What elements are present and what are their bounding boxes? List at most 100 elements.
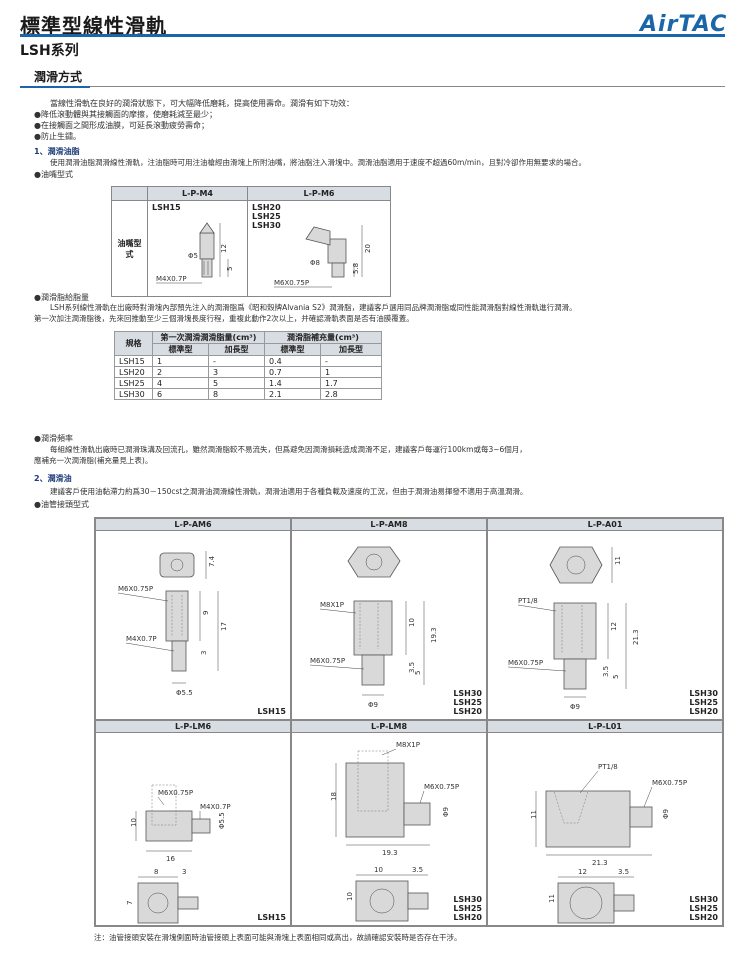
model-tags: LSH30 LSH25 LSH20 [689, 689, 718, 716]
thread-label: M6X0.75P [310, 657, 345, 665]
dim-label: 9 [202, 611, 210, 615]
thread-label: M6X0.75P [158, 789, 193, 797]
cell: 0.4 [264, 355, 321, 367]
section-title: 潤滑方式 [34, 70, 83, 84]
fitting-cell-am8: L-P-AM8 10 19.3 3.5 5 M8X1P M6X0.75P Φ9 … [291, 518, 487, 720]
dim-label: 11 [530, 810, 538, 819]
fitting-cell-lm8: L-P-LM8 18 19.3 M8X1P M6X0.75P Φ9 10 3.5… [291, 720, 487, 926]
model-tag: LSH20 [689, 707, 718, 716]
cell: LSH25 [114, 377, 153, 389]
dim-label: 12 [578, 868, 587, 876]
grease-type-label: ●油嘴型式 [34, 170, 73, 179]
frequency-label: ●潤滑頻率 [34, 434, 73, 443]
cell: 1.7 [320, 377, 382, 389]
dim-label: 3.5 [602, 666, 610, 677]
amount-desc: 第一次加注潤滑脂後，先來回推動至少三個滑塊長度行程，重複此動作2次以上，并確認滑… [34, 314, 414, 323]
grease-desc: 使用潤滑油脂潤滑線性滑軌，注油脂時可用注油槍經由滑塊上所附油嘴，將油脂注入滑塊中… [50, 158, 587, 167]
col-first: 第一次潤滑潤滑脂量(cm³) [152, 331, 265, 344]
lm8-drawing: 18 19.3 M8X1P M6X0.75P Φ9 10 3.5 10 [330, 741, 459, 922]
model-tags: LSH30 LSH25 LSH20 [453, 895, 482, 922]
dia-label: Φ9 [368, 701, 378, 709]
dim-label: 3.5 [412, 866, 423, 874]
dim-label: 11 [614, 556, 622, 565]
model-tag: LSH20 [453, 913, 482, 922]
frequency-desc: 應補充一次潤滑脂(補充量見上表)。 [34, 456, 153, 465]
m6-model: LSH20 [252, 203, 281, 212]
a01-drawing: 11 12 21.3 3.5 5 PT1/8 M6X0.75P Φ9 [507, 546, 640, 711]
model-tag: LSH30 [453, 895, 482, 904]
thread-label: M6X0.75P [508, 659, 543, 667]
dia-label: Φ9 [662, 809, 670, 819]
col-std: 標準型 [264, 343, 321, 356]
dim-label: 21.3 [592, 859, 608, 867]
dim-label: 3.5 [618, 868, 629, 876]
dim-label: 10 [374, 866, 383, 874]
thread-label: M4X0.7P [126, 635, 157, 643]
header-rule [20, 34, 725, 37]
footnote: 注：油管接頭安裝在滑塊側面時油管接頭上表面可能與滑塊上表面相同或高出，故請確認安… [94, 933, 462, 942]
fitting-name: L-P-AM8 [292, 519, 486, 531]
m4-dia: Φ5 [188, 252, 198, 260]
grease-heading: 1、潤滑油脂 [34, 147, 80, 156]
model-tag: LSH30 [689, 689, 718, 698]
m4-models: LSH15 [152, 203, 181, 212]
thread-label: PT1/8 [518, 597, 538, 605]
dim-label: 18 [330, 792, 338, 801]
dim-label: 10 [408, 618, 416, 627]
col-refill: 潤滑脂補充量(cm³) [264, 331, 382, 344]
amount-desc: LSH系列線性滑軌在出廠時對滑塊內部預先注入的潤滑脂爲《昭和殼牌Alvania … [50, 303, 577, 312]
model-tag: LSH25 [453, 698, 482, 707]
model-tag: LSH25 [689, 698, 718, 707]
m4-h1: 12 [220, 244, 228, 253]
dia-label: Φ9 [442, 807, 450, 817]
fitting-cell-lm6: L-P-LM6 10 16 M6X0.75P M4X0.7P Φ5.5 8 3 … [95, 720, 291, 926]
model-tag: LSH30 [689, 895, 718, 904]
oil-desc: 建議客戶使用油黏滯力約爲30－150cst之潤滑油潤滑線性滑軌，潤滑油適用于各種… [50, 487, 528, 496]
dia-label: Φ5.5 [218, 812, 226, 829]
col-long: 加長型 [320, 343, 382, 356]
cell: 1 [320, 366, 382, 378]
fitting-name: L-P-AM6 [96, 519, 290, 531]
dim-label: 3 [200, 651, 208, 655]
frequency-desc: 每組線性滑軌出廠時已潤滑珠溝及回流孔，雖然潤滑脂較不易流失，但爲避免因潤滑損耗造… [50, 445, 527, 454]
model-tag: LSH30 [453, 689, 482, 698]
thread-label: PT1/8 [598, 763, 618, 771]
fitting-cell-a01: L-P-A01 11 12 21.3 3.5 5 PT1/8 M6X0.75P … [487, 518, 723, 720]
m6-dia: Φ8 [310, 259, 320, 267]
fitting-cell-l01: L-P-L01 11 21.3 PT1/8 M6X0.75P Φ9 12 3.5… [487, 720, 723, 926]
thread-label: M8X1P [396, 741, 420, 749]
am8-drawing: 10 19.3 3.5 5 M8X1P M6X0.75P Φ9 [309, 546, 438, 709]
intro-line: 當線性滑軌在良好的潤滑狀態下，可大幅降低磨耗，提高使用壽命。潤滑有如下功效： [50, 99, 354, 108]
cell: 8 [208, 388, 265, 400]
fitting-name: L-P-LM8 [292, 721, 486, 733]
oil-heading: 2、潤滑油 [34, 474, 72, 483]
dia-label: Φ9 [570, 703, 580, 711]
m6-h1: 20 [364, 244, 372, 253]
model-tags: LSH30 LSH25 LSH20 [689, 895, 718, 922]
lm6-drawing: 10 16 M6X0.75P M4X0.7P Φ5.5 8 3 7 [126, 784, 231, 924]
grease-nipple-table: L-P-M4 L-P-M6 油嘴型式 LSH15 12 5 Φ5 M4X0.7P [111, 186, 391, 297]
cell: 4 [152, 377, 209, 389]
cell: 2.1 [264, 388, 321, 400]
m6-nipple-drawing: 20 5.8 Φ8 M6X0.75P [274, 225, 372, 288]
dim-label: 17 [220, 622, 228, 631]
cell: LSH20 [114, 366, 153, 378]
col-std: 標準型 [152, 343, 209, 356]
oil-type-label: ●油管接頭型式 [34, 500, 89, 509]
thread-label: M6X0.75P [652, 779, 687, 787]
model-tag: LSH25 [453, 904, 482, 913]
series-subtitle: LSH系列 [20, 43, 79, 59]
am6-drawing: 7.4 9 17 3 M6X0.75P M4X0.7P Φ5.5 [117, 551, 228, 697]
dim-label: 3 [182, 868, 186, 876]
cell: 0.7 [264, 366, 321, 378]
m6-model: LSH25 [252, 212, 281, 221]
dim-label: 10 [346, 892, 354, 901]
fitting-name: L-P-LM6 [96, 721, 290, 733]
thread-label: M6X0.75P [118, 585, 153, 593]
thread-label: M8X1P [320, 601, 344, 609]
col-spec: 規格 [114, 331, 153, 356]
model-tag: LSH20 [453, 707, 482, 716]
col-m6: L-P-M6 [247, 186, 391, 201]
fitting-name: L-P-L01 [488, 721, 722, 733]
